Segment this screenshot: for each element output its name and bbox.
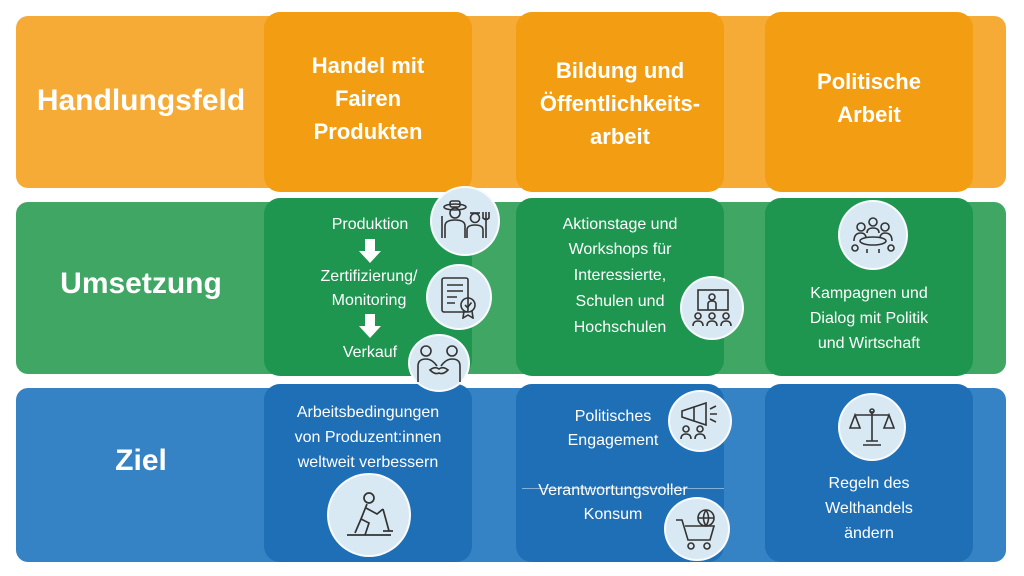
- step-produktion: Produktion: [331, 216, 409, 233]
- bildung-ziel2-line1: Verantwortungsvoller: [538, 482, 688, 499]
- bildung-umsetzung-line3: Interessierte,: [573, 267, 667, 284]
- bildung-ziel1-line1: Politisches: [574, 408, 652, 425]
- arrow-down-icon: [359, 314, 381, 338]
- head-handel-line1: Handel mit: [311, 53, 425, 78]
- bildung-umsetzung-line4: Schulen und: [575, 293, 665, 310]
- handel-ziel-line2: von Produzent:innen: [294, 429, 442, 446]
- handel-ziel-line1: Arbeitsbedingungen: [296, 404, 440, 421]
- politik-ziel-line3: ändern: [844, 525, 894, 542]
- politik-umsetzung-line2: Dialog mit Politik: [809, 310, 929, 327]
- scales-icon: [838, 393, 906, 461]
- handshake-icon: [408, 334, 470, 392]
- head-bildung-line3: arbeit: [590, 124, 650, 149]
- bildung-ziel1-line2: Engagement: [567, 432, 659, 449]
- bildung-umsetzung-line5: Hochschulen: [573, 319, 667, 336]
- worker-icon: [327, 473, 411, 557]
- politik-umsetzung-line3: und Wirtschaft: [817, 335, 921, 352]
- head-bildung-line1: Bildung und: [555, 58, 685, 83]
- handel-ziel-line3: weltweit verbessern: [297, 454, 439, 471]
- divider: [522, 488, 724, 489]
- head-handel-line3: Produkten: [313, 119, 423, 144]
- bildung-ziel2-line2: Konsum: [583, 506, 643, 523]
- head-politik-line2: Arbeit: [837, 102, 901, 127]
- row-label-ziel: Ziel: [115, 444, 167, 477]
- meeting-icon: [838, 200, 908, 270]
- arrow-down-icon: [359, 239, 381, 263]
- card-handel-head: Handel mit Fairen Produkten: [264, 12, 472, 192]
- step-verkauf: Verkauf: [342, 344, 398, 361]
- bildung-umsetzung-line1: Aktionstage und: [562, 216, 678, 233]
- row-label-handlungsfeld: Handlungsfeld: [36, 84, 246, 117]
- bildung-umsetzung-line2: Workshops für: [568, 241, 672, 258]
- farmers-icon: [430, 186, 500, 256]
- head-handel-line2: Fairen: [334, 86, 402, 111]
- politik-umsetzung-line1: Kampagnen und: [810, 285, 928, 302]
- row-label-umsetzung: Umsetzung: [60, 267, 222, 300]
- megaphone-icon: [668, 390, 732, 452]
- head-politik-line1: Politische: [817, 69, 921, 94]
- shopping-cart-globe-icon: [664, 497, 730, 561]
- politik-ziel-line1: Regeln des: [828, 475, 910, 492]
- presentation-icon: [680, 276, 744, 340]
- head-bildung-line2: Öffentlichkeits-: [539, 91, 701, 116]
- politik-ziel-line2: Welthandels: [825, 500, 913, 517]
- step-monitoring: Monitoring: [331, 292, 407, 309]
- card-politik-head: Politische Arbeit: [765, 12, 973, 192]
- step-zertifizierung: Zertifizierung/: [320, 268, 418, 285]
- card-bildung-head: Bildung und Öffentlichkeits- arbeit: [516, 12, 724, 192]
- certificate-icon: [426, 264, 492, 330]
